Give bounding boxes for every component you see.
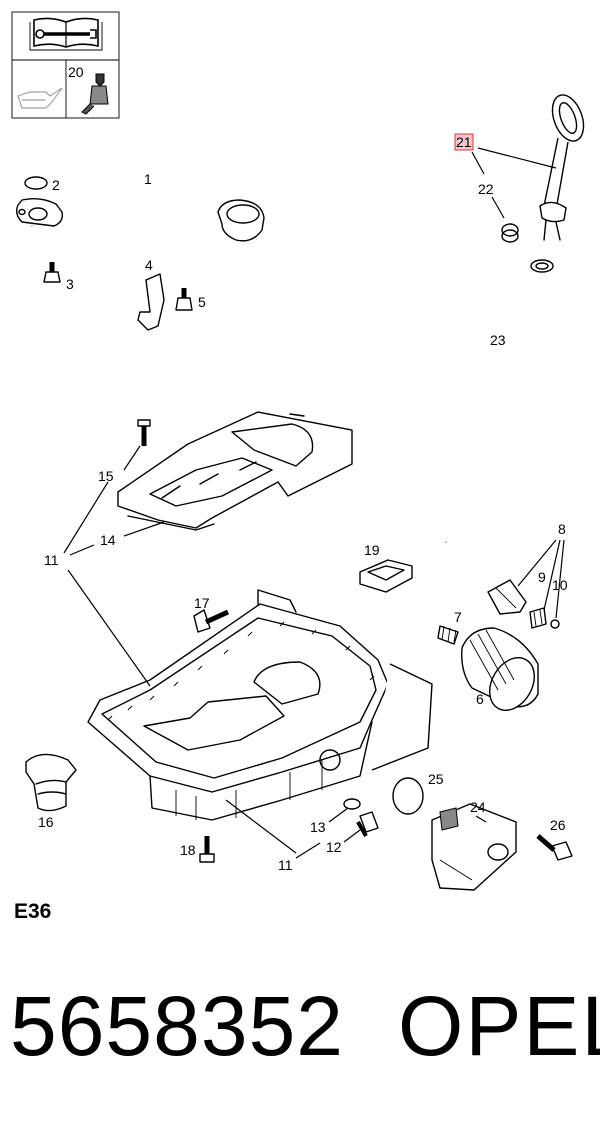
callout-3[interactable]: 3 (66, 276, 74, 292)
callout-2[interactable]: 2 (52, 177, 60, 193)
callout-17[interactable]: 17 (194, 595, 210, 611)
part-23-dipstick-tube (442, 259, 554, 543)
callout-26[interactable]: 26 (550, 817, 566, 833)
part-6-oil-filter (461, 627, 539, 711)
callout-6[interactable]: 6 (476, 691, 484, 707)
callout-12[interactable]: 12 (326, 839, 342, 855)
callout-23[interactable]: 23 (490, 332, 506, 348)
sealant-tube-icon (81, 73, 109, 115)
part-11-oil-pan (87, 589, 433, 821)
part-25-gasket (392, 777, 424, 815)
callout-14[interactable]: 14 (100, 532, 116, 548)
callout-1[interactable]: 1 (144, 171, 152, 187)
part-24-oil-pump (431, 803, 517, 891)
part-12-drain-plug (356, 811, 379, 837)
part-9-spring (529, 607, 547, 629)
part-19-cover (359, 559, 413, 593)
callout-10[interactable]: 10 (552, 577, 568, 593)
part-7-spring (437, 625, 459, 645)
part-17-bolt (193, 609, 230, 633)
part-2-o-ring (24, 176, 48, 190)
callout-11-top[interactable]: 11 (44, 552, 59, 568)
part-26-bolt (536, 834, 573, 861)
part-4-bracket (137, 273, 165, 331)
callout-11-bottom[interactable]: 11 (278, 857, 293, 873)
part-22-seal-ring (501, 223, 519, 243)
callout-25[interactable]: 25 (428, 771, 444, 787)
section-code: E36 (14, 900, 52, 923)
callout-4[interactable]: 4 (145, 257, 153, 273)
sealant-label: 20 (68, 64, 84, 80)
part-8-valve (487, 579, 527, 615)
part-18-bolt (199, 836, 215, 863)
callout-9[interactable]: 9 (538, 569, 546, 585)
callout-22[interactable]: 22 (478, 181, 494, 197)
part-21-highlight (454, 133, 474, 151)
callout-16[interactable]: 16 (38, 814, 54, 830)
leader-lines (63, 147, 565, 859)
callout-15[interactable]: 15 (98, 468, 114, 484)
callout-13[interactable]: 13 (310, 819, 326, 835)
oil-can-icon (17, 87, 63, 109)
callout-24[interactable]: 24 (470, 799, 486, 815)
callout-7[interactable]: 7 (454, 609, 462, 625)
part-16-plug (25, 753, 77, 812)
callout-5[interactable]: 5 (198, 294, 206, 310)
callout-8[interactable]: 8 (558, 521, 566, 537)
part-10-ball (550, 619, 560, 629)
part-13-washer (343, 798, 361, 810)
part-14-baffle-plate (117, 411, 353, 531)
header-symbol-box: 20 (11, 11, 120, 119)
callout-18[interactable]: 18 (180, 842, 196, 858)
part-5-bolt (175, 288, 193, 311)
callout-21[interactable]: 21 (456, 134, 472, 150)
manual-book-wrench-icon (29, 17, 103, 51)
part-3-bolt (43, 262, 61, 283)
callout-19[interactable]: 19 (364, 542, 380, 558)
part-21-dipstick (539, 94, 585, 241)
brand-name: OPEL (398, 979, 600, 1073)
part-number: 5658352 (10, 979, 345, 1073)
part-15-bolt (137, 419, 151, 446)
callout-labels: 1 2 3 4 5 6 7 8 9 10 11 11 12 13 14 15 1… (38, 134, 568, 873)
part-1-oil-pipe (15, 182, 265, 255)
